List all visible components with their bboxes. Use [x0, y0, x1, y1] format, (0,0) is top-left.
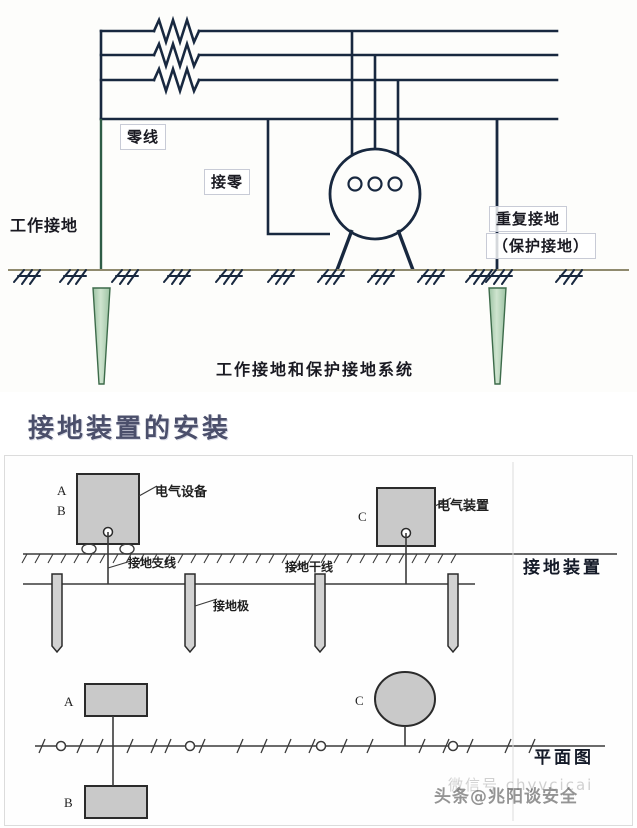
label-grounding-trunk-line: 接地干线	[285, 560, 334, 574]
grounding-branch-lines	[107, 532, 407, 584]
label-working-ground: 工作接地	[10, 218, 79, 235]
label-neutral-line: 零线	[120, 124, 167, 150]
label-neutral-connection: 接零	[204, 169, 251, 195]
earth-hatch-marks	[13, 269, 583, 285]
repeated-ground-electrode	[488, 287, 507, 385]
marker-a-plan: A	[64, 694, 74, 709]
motor-ground-legs	[335, 229, 415, 271]
leader-installation	[434, 497, 452, 507]
watermark-ghost-text: 微信号 chyvcicai	[448, 776, 594, 794]
marker-c-elevation: C	[358, 509, 367, 524]
grounding-system-schematic: 零线 接零 工作接地 重复接地 （保护接地） 工作接地和保护接地系统	[0, 0, 637, 392]
phase-lines	[99, 15, 559, 121]
leader-trunk	[291, 561, 306, 570]
ground-surface-hatch	[21, 553, 457, 564]
bottom-diagram-svg	[21, 462, 617, 821]
marker-b-plan: B	[64, 795, 73, 810]
section-heading: 接地装置的安装	[28, 414, 232, 444]
working-ground-electrode	[92, 287, 111, 385]
caption-grounding-device: 接地装置	[523, 558, 603, 577]
plan-tick-marks	[38, 738, 536, 754]
motor-symbol	[328, 147, 422, 241]
label-electrical-equipment: 电气设备	[155, 484, 208, 499]
plan-node-circles	[55, 740, 459, 752]
caption-plan-view: 平面图	[534, 748, 594, 767]
leader-electrode	[194, 598, 218, 607]
label-repeated-ground: 重复接地	[489, 206, 568, 232]
label-protective-ground: （保护接地）	[486, 233, 597, 259]
neutral-connection-branch	[266, 119, 330, 236]
top-schematic-svg	[8, 15, 629, 385]
grounding-electrode-rods	[51, 573, 459, 654]
marker-c-plan: C	[355, 693, 364, 708]
top-diagram-caption: 工作接地和保护接地系统	[216, 362, 415, 379]
motor-windings	[347, 176, 403, 192]
plan-circle-c	[374, 671, 436, 727]
label-electrical-installation: 电气装置	[437, 498, 490, 513]
marker-a-elevation: A	[57, 483, 67, 498]
marker-b-elevation: B	[57, 503, 66, 518]
leader-equipment	[138, 485, 158, 497]
plan-box-b	[84, 785, 148, 819]
grounding-installation-panel	[4, 455, 633, 826]
label-grounding-branch-line: 接地支线	[128, 556, 177, 570]
plan-box-a	[84, 683, 148, 717]
label-grounding-electrode: 接地极	[213, 599, 250, 613]
watermark-text: 头条@兆阳谈安全	[434, 787, 578, 807]
leader-branch	[107, 560, 132, 569]
plan-connectors	[112, 716, 406, 786]
